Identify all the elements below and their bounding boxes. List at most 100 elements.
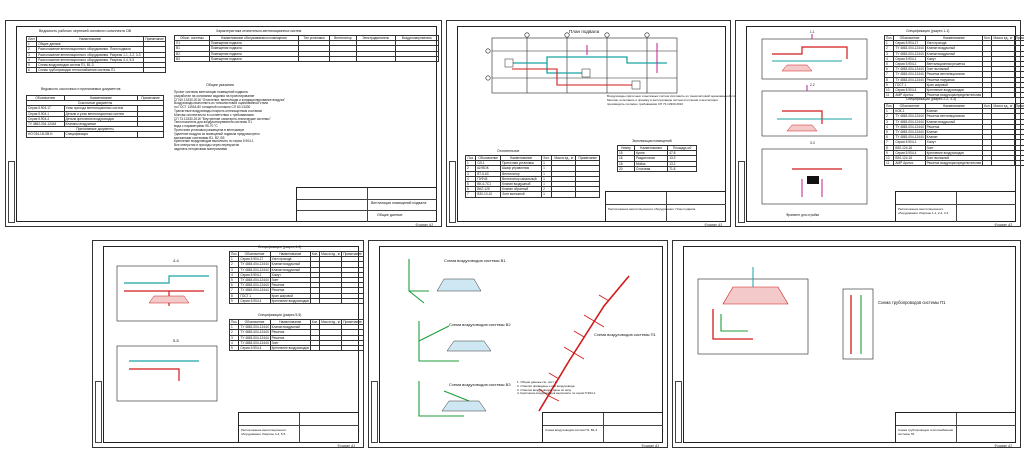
table-cell (982, 160, 993, 167)
table-cell: ТУ 4863-004-12444 (238, 282, 271, 289)
section-label-1: 1-1 (810, 30, 815, 34)
section-4-4-outline (116, 265, 218, 322)
table-cell: ТУ 4863-004-12444 (893, 128, 926, 136)
note-line: Монтаж, испытание и приемку в эксплуатац… (607, 97, 718, 102)
section-label-5: 5-5 (173, 338, 179, 343)
format-label: Формат А3 (704, 223, 722, 227)
table-header-cell: Примечание (575, 154, 600, 162)
title-block: Расположение вентиляционного оборудовани… (238, 412, 359, 443)
vedomost-title: Ведомость рабочих чертежей основного ком… (39, 29, 132, 33)
title-block: Расположение вентиляционного оборудовани… (895, 191, 1016, 222)
scheme-label-p1: Схема воздуховодов системы П1 (594, 332, 656, 337)
table-cell (991, 92, 1015, 99)
plan-outer-wall (491, 37, 678, 94)
table-cell (355, 55, 396, 62)
note-line: Монтаж систем вести в соответствии с тре… (174, 112, 254, 117)
table-cell: ТУ 4863-004-12444 (893, 123, 926, 130)
table-cell: 1 (541, 191, 553, 198)
table-header-cell: Масса ед., кг (991, 34, 1015, 42)
table-cell: ТУ 4863-004-12444 (893, 66, 926, 73)
section-2-2-outline (761, 90, 868, 137)
table-cell: Расположение вентиляционного оборудовани… (36, 46, 145, 53)
note-line: производить согласно требованиям СП 73.1… (607, 101, 684, 106)
table-cell (329, 55, 357, 62)
title-block-project: Вентиляция помещений подвала (371, 201, 427, 205)
plan-notes: Воздуховоды приточных и вытяжных систем … (607, 94, 740, 106)
plan-title: План подвала (569, 29, 600, 34)
note-line: Воздуховоды приточных и вытяжных систем … (607, 94, 740, 98)
table-cell: Спецификация (63, 131, 139, 138)
table-cell: ТУ 4863-004-12444 (893, 76, 926, 83)
table-cell (319, 344, 343, 352)
note-line: 1. Общие данные см. лист 1 (517, 380, 557, 384)
table-cell: 9 (228, 297, 240, 304)
explication-title: Экспликация помещений (632, 139, 672, 143)
note-line: Транзитные воздуховоды покрыть огнезащит… (174, 108, 262, 113)
table-cell (137, 131, 164, 138)
table-cell (341, 297, 364, 304)
section-label-3: 3-3 (810, 141, 815, 145)
pipe-scheme-label: Схема трубопроводов системы П1 (878, 300, 946, 305)
title-block-sheet-name: Расположение вентиляционного оборудовани… (241, 428, 287, 436)
sheet-pipe-scheme: Схема трубопроводов системы П1 Схема тру… (672, 240, 1021, 448)
sheet-sections-1-3: 1-1 2-2 3-3 Фрагмент для стройки Специфи… (735, 20, 1024, 227)
title-block-sheet-name: Расположение вентиляционного оборудовани… (608, 207, 696, 211)
table-cell: ТУ 4863-004-12444 (238, 324, 271, 331)
notes-title: Общие указания (206, 83, 234, 87)
spec-1-title: Спецификация (разрез 1-1) (906, 29, 950, 33)
table-cell: ТУ 4863-004-12444 (893, 50, 926, 57)
scheme-label-v1: Схема воздуховодов системы В1 (444, 258, 506, 263)
table-cell (575, 191, 600, 198)
note-line: 3. Отметки воздуховодов даны по низу (517, 387, 572, 392)
table-cell: Расположение вентиляционного оборудовани… (36, 56, 145, 63)
scheme-v2 (418, 321, 459, 362)
sheet-side-stamp (447, 21, 457, 226)
note-line: разработан на основании задания на проек… (174, 93, 255, 98)
table-cell: ТУ 4863-004-12444 (893, 71, 926, 78)
table-cell: 71.8 (667, 165, 697, 172)
table-cell: Схема трубопроводов теплоснабжения систе… (36, 67, 145, 74)
sheet-sections-4-5: 4-4 5-5 Спецификация (разрез 4-4) Поз.Об… (92, 240, 364, 448)
title-block: Схема трубопроводов теплоснабжения систе… (895, 412, 1016, 443)
note-line: вытяжными системами В1, В2, В3 (174, 135, 225, 140)
table-header-cell: Примечание (1013, 102, 1024, 110)
section-5-5-outline (116, 345, 218, 402)
note-line: Теплоноситель для воздухонагревателя сис… (174, 120, 252, 125)
table-header-cell: Обозначение (475, 154, 502, 162)
pipe-scheme-drawing (697, 267, 874, 360)
table-cell: Серия 5.904-4 (238, 297, 271, 304)
format-label: Формат А3 (337, 444, 355, 448)
note-line: Крепление воздуховодов выполнить по сери… (174, 139, 254, 144)
table-header-cell: Наименование обслуживаемого помещения (208, 34, 299, 42)
note-line: 4. Крепление воздуховодов выполнить по с… (517, 391, 596, 396)
sheet-side-stamp (6, 21, 16, 226)
table-header-cell: Примечание (341, 318, 364, 326)
scheme-v3 (418, 381, 470, 417)
title-block: Вентиляция помещений подвала Общие данны… (296, 187, 437, 222)
table-cell: АМР Арктос (893, 92, 926, 99)
table-cell: Крепление воздуховодов (269, 344, 311, 352)
fragment-label: Фрагмент для стройки (786, 213, 820, 217)
sheet-frame (457, 26, 726, 222)
table-cell: Зонт вытяжной (500, 191, 543, 198)
table-cell: 11 (883, 160, 895, 167)
table-cell: Серия 5.904-4 (238, 344, 271, 352)
table-cell: ТУ 4863-004-12444 (893, 113, 926, 120)
